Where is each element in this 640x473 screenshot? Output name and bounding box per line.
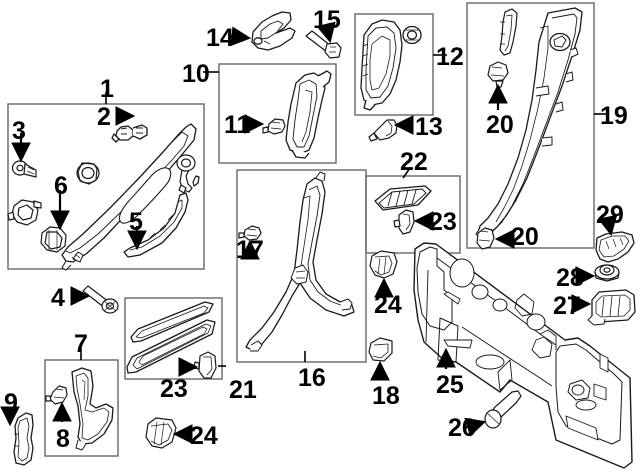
callout-27[interactable]: 27 [553,292,581,320]
callout-29[interactable]: 29 [596,201,624,229]
callout-14[interactable]: 14 [206,24,234,52]
callout-21[interactable]: 21 [229,376,257,404]
callout-7[interactable]: 7 [74,330,88,358]
callout-24-upper[interactable]: 24 [374,291,402,319]
callout-11[interactable]: 11 [224,111,251,139]
callout-13[interactable]: 13 [415,113,443,141]
callout-28[interactable]: 28 [556,264,584,292]
callout-18[interactable]: 18 [372,382,400,410]
callout-10[interactable]: 10 [182,60,210,88]
callout-1[interactable]: 1 [100,75,114,103]
callout-19[interactable]: 19 [600,102,628,130]
callout-17[interactable]: 17 [236,236,264,264]
callout-12[interactable]: 12 [436,43,464,71]
callout-22[interactable]: 22 [400,148,428,176]
callout-8[interactable]: 8 [56,425,70,453]
callout-23-upper[interactable]: 23 [429,208,457,236]
callout-24-lower[interactable]: 24 [190,422,218,450]
callout-2[interactable]: 2 [97,103,111,131]
callout-4[interactable]: 4 [51,284,65,312]
callout-5[interactable]: 5 [129,208,143,236]
callout-20-lower[interactable]: 20 [511,223,539,251]
callout-20-upper[interactable]: 20 [486,111,514,139]
callout-26[interactable]: 26 [448,414,476,442]
callout-9[interactable]: 9 [4,389,18,417]
callout-15[interactable]: 15 [313,6,341,34]
callout-25[interactable]: 25 [436,371,464,399]
callout-3[interactable]: 3 [12,117,26,145]
callout-16[interactable]: 16 [298,364,326,392]
callout-6[interactable]: 6 [54,172,68,200]
callout-23-lower[interactable]: 23 [160,375,188,403]
